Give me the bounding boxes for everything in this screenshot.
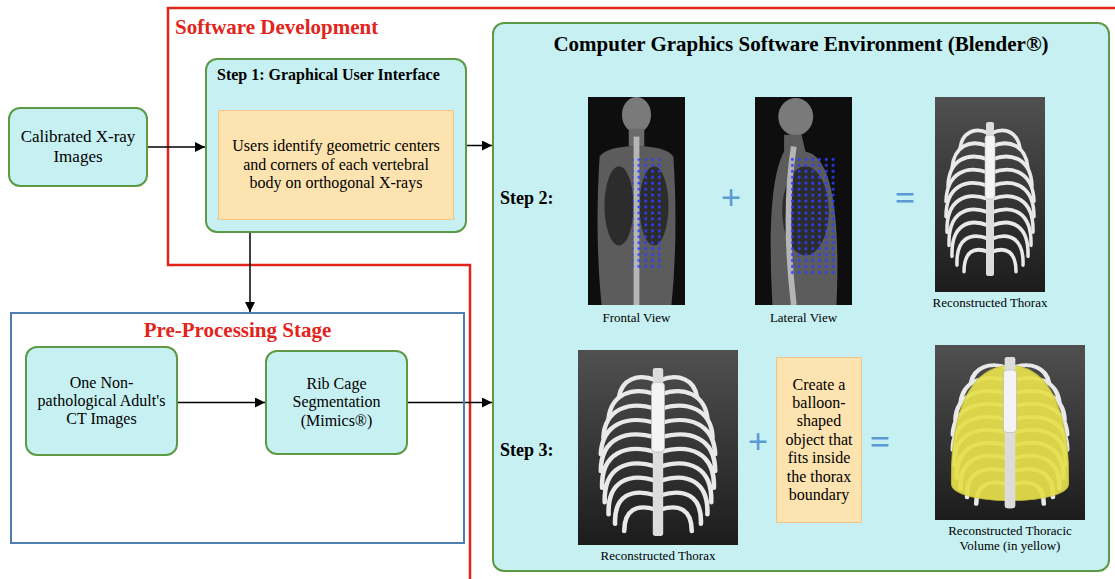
equals-sign: = (860, 424, 900, 460)
flow-arrow (148, 146, 205, 148)
task-box: Users identify geometric centers and cor… (218, 110, 454, 220)
task-text: Users identify geometric centers and cor… (227, 137, 445, 192)
label-holder: Frontal View (588, 311, 685, 326)
plus-sign: + (738, 424, 778, 460)
step-label: Step 2: (500, 188, 554, 209)
label-holder: Software Development (175, 15, 378, 39)
label-holder: Lateral View (755, 311, 852, 326)
flow-arrow (408, 402, 492, 404)
plus-sign: + (711, 180, 751, 216)
process-box: Rib Cage Segmentation (Mimics®) (265, 350, 408, 455)
flow-arrow (178, 402, 265, 404)
input-box: Calibrated X-ray Images (8, 107, 148, 187)
software-panel: Computer Graphics Software Environment (… (492, 22, 1110, 572)
task-text: Create a balloon-shaped object that fits… (780, 376, 858, 505)
label-holder: Step 2: (500, 188, 554, 209)
box-text: Rib Cage Segmentation (Mimics®) (275, 375, 398, 430)
thorax-volume-model (935, 345, 1085, 520)
step-heading: Step 1: Graphical User Interface (217, 66, 455, 84)
task-box: Create a balloon-shaped object that fits… (776, 357, 862, 523)
step-label: Step 3: (500, 440, 554, 461)
image-caption: Reconstructed Thorax (573, 549, 743, 564)
image-caption: Lateral View (755, 311, 852, 326)
region-border (168, 8, 1115, 579)
frontal-xray (588, 97, 685, 305)
flow-arrow (467, 145, 492, 147)
label-holder: + (711, 180, 751, 216)
label-holder: Reconstructed Thorax (920, 296, 1060, 311)
stage-title: Pre-Processing Stage (22, 318, 453, 342)
panel-title: Computer Graphics Software Environment (… (504, 32, 1098, 56)
label-holder: Reconstructed Thorax (573, 549, 743, 564)
image-caption: Frontal View (588, 311, 685, 326)
lateral-xray (755, 97, 852, 305)
step-box: Step 1: Graphical User InterfaceUsers id… (205, 58, 467, 233)
thorax-model (578, 350, 738, 545)
label-holder: = (885, 180, 925, 216)
box-text: One Non-pathological Adult's CT Images (35, 374, 168, 429)
flow-arrow (249, 233, 251, 312)
input-box: One Non-pathological Adult's CT Images (25, 346, 178, 456)
stage-panel: Pre-Processing StageOne Non-pathological… (10, 312, 465, 544)
label-holder: = (860, 424, 900, 460)
image-caption: Reconstructed Thorax (920, 296, 1060, 311)
label-holder: + (738, 424, 778, 460)
equals-sign: = (885, 180, 925, 216)
label-holder: Reconstructed Thoracic Volume (in yellow… (935, 524, 1085, 554)
image-caption: Reconstructed Thoracic Volume (in yellow… (935, 524, 1085, 554)
label-holder: Step 3: (500, 440, 554, 461)
box-text: Calibrated X-ray Images (18, 127, 138, 166)
region-title: Software Development (175, 15, 378, 39)
thorax-model (935, 97, 1045, 292)
